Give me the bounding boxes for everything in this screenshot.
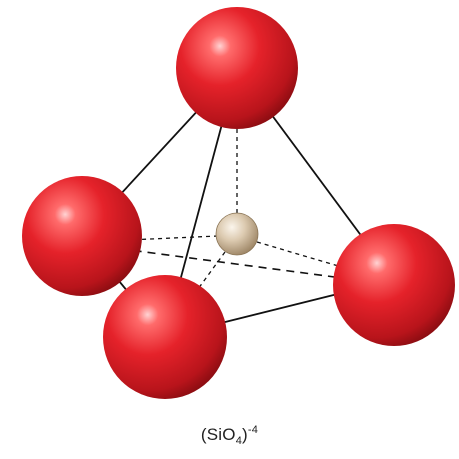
oxygen-atom-right <box>333 224 455 346</box>
formula-close: ) <box>242 425 248 444</box>
oxygen-atom-left <box>22 176 142 296</box>
formula-subscript: 4 <box>235 435 243 447</box>
bond-si-left <box>127 235 219 241</box>
formula-open: (SiO <box>200 425 236 444</box>
silicon-oxygen-bonds <box>127 108 346 301</box>
oxygen-atom-front <box>103 275 227 399</box>
oxygen-atom-top <box>176 7 298 129</box>
formula-superscript: -4 <box>247 424 259 436</box>
bond-si-right <box>256 241 346 269</box>
formula-label: (SiO4)-4 <box>0 424 459 447</box>
silicon-atom <box>215 212 259 256</box>
